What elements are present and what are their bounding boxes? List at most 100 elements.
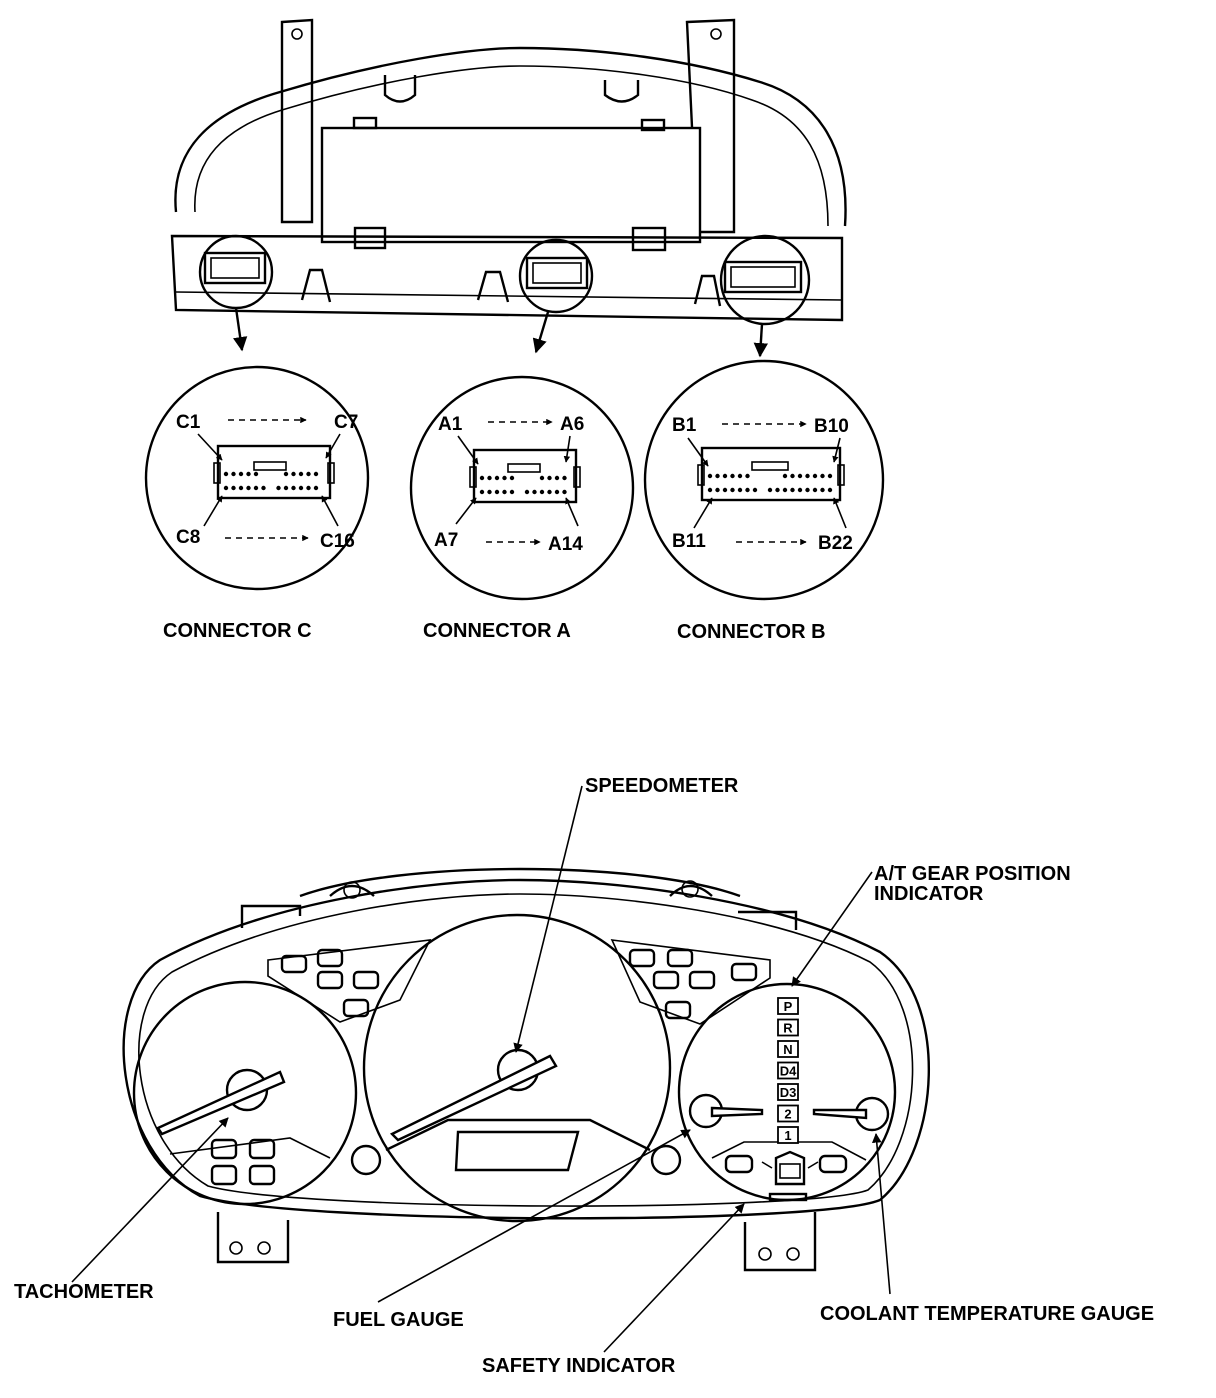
pin-dot xyxy=(707,473,713,479)
pin-dot xyxy=(502,475,507,481)
pin-dot xyxy=(291,485,296,491)
connector-pin-dots xyxy=(223,471,833,495)
gear-position-box xyxy=(777,997,799,1015)
connector-a-labels: A1 A6 A7 A14 CONNECTOR A xyxy=(423,414,584,642)
pin-dot xyxy=(313,485,319,491)
gear-position-label: R xyxy=(783,1021,793,1036)
pin-dot xyxy=(805,473,810,479)
connector-a-caption: CONNECTOR A xyxy=(423,620,571,642)
pin-dot xyxy=(509,475,515,481)
pin-dot xyxy=(298,485,304,491)
pin-label-c16: C16 xyxy=(320,531,355,552)
gear-position-box xyxy=(777,1104,799,1123)
pin-dot xyxy=(707,487,713,493)
pin-dot xyxy=(737,473,743,479)
pin-dot xyxy=(730,487,735,493)
cluster-rear-view xyxy=(170,18,847,358)
pin-dot xyxy=(246,471,251,477)
pin-label-c8: C8 xyxy=(176,527,200,548)
connector-a-detail xyxy=(409,375,635,601)
pin-dot xyxy=(283,485,289,491)
pin-dot xyxy=(827,487,833,493)
pin-dot xyxy=(547,475,552,481)
pin-dot xyxy=(562,475,567,481)
connector-b-labels: B1 B10 B11 B22 CONNECTOR B xyxy=(672,415,853,643)
coolant-temperature-gauge-label: COOLANT TEMPERATURE GAUGE xyxy=(820,1303,1154,1325)
pin-label-b22: B22 xyxy=(818,533,853,554)
pin-dot xyxy=(805,487,810,493)
pin-dot xyxy=(298,471,304,477)
connector-b-caption: CONNECTOR B xyxy=(677,621,826,643)
fuel-gauge-label: FUEL GAUGE xyxy=(333,1309,464,1331)
connector-c-detail xyxy=(144,365,370,591)
pin-label-a1: A1 xyxy=(438,414,463,435)
pin-dot xyxy=(782,473,788,479)
pin-dot xyxy=(539,475,545,481)
pin-dot xyxy=(767,487,773,493)
connector-c-caption: CONNECTOR C xyxy=(163,620,312,642)
connector-c-labels: C1 C7 C8 C16 CONNECTOR C xyxy=(163,412,358,642)
pin-label-b10: B10 xyxy=(814,416,849,437)
pin-dot xyxy=(562,489,567,495)
pin-dot xyxy=(554,475,560,481)
pin-label-a6: A6 xyxy=(560,414,584,435)
safety-indicator-label: SAFETY INDICATOR xyxy=(482,1355,676,1377)
gear-position-box xyxy=(777,1083,799,1101)
pin-dot xyxy=(730,473,735,479)
pin-dot xyxy=(775,487,780,493)
pin-dot xyxy=(554,489,560,495)
pin-label-c7: C7 xyxy=(334,412,358,433)
pin-label-b1: B1 xyxy=(672,415,697,436)
pin-dot xyxy=(494,475,500,481)
pin-dot xyxy=(820,487,825,493)
pin-label-c1: C1 xyxy=(176,412,201,433)
pin-dot xyxy=(306,471,311,477)
gear-position-label: D4 xyxy=(780,1064,797,1079)
speedometer-label: SPEEDOMETER xyxy=(585,775,739,797)
pin-dot xyxy=(745,473,750,479)
pin-dot xyxy=(524,489,530,495)
pin-dot xyxy=(223,485,229,491)
gear-indicator-label-line2: INDICATOR xyxy=(874,883,984,905)
connector-b-detail xyxy=(643,359,885,601)
pin-dot xyxy=(494,489,500,495)
gear-position-box xyxy=(777,1061,799,1080)
pin-dot xyxy=(253,471,259,477)
pin-dot xyxy=(246,485,251,491)
pin-dot xyxy=(487,475,492,481)
pin-dot xyxy=(306,485,311,491)
pin-dot xyxy=(479,475,485,481)
pin-label-a7: A7 xyxy=(434,530,458,551)
pin-dot xyxy=(715,473,720,479)
pin-dot xyxy=(223,471,229,477)
gear-position-box xyxy=(777,1040,799,1058)
pin-dot xyxy=(487,489,492,495)
pin-label-a14: A14 xyxy=(548,534,583,555)
gear-position-label: 2 xyxy=(784,1107,791,1122)
gear-position-box xyxy=(777,1018,799,1037)
gear-position-label: 1 xyxy=(784,1128,791,1143)
pin-dot xyxy=(797,473,803,479)
pin-dot xyxy=(276,485,281,491)
pin-dot xyxy=(797,487,803,493)
pin-dot xyxy=(313,471,319,477)
pin-dot xyxy=(291,471,296,477)
pin-dot xyxy=(231,485,236,491)
pin-dot xyxy=(790,473,795,479)
pin-label-b11: B11 xyxy=(672,531,706,552)
pin-dot xyxy=(745,487,750,493)
connector-c-housing xyxy=(213,444,335,500)
pin-dot xyxy=(509,489,515,495)
pin-dot xyxy=(547,489,552,495)
pin-dot xyxy=(479,489,485,495)
pin-dot xyxy=(827,473,833,479)
pin-dot xyxy=(238,485,244,491)
pin-dot xyxy=(737,487,743,493)
pin-dot xyxy=(782,487,788,493)
pin-dot xyxy=(283,471,289,477)
pin-dot xyxy=(820,473,825,479)
callout-lines xyxy=(71,785,891,1353)
